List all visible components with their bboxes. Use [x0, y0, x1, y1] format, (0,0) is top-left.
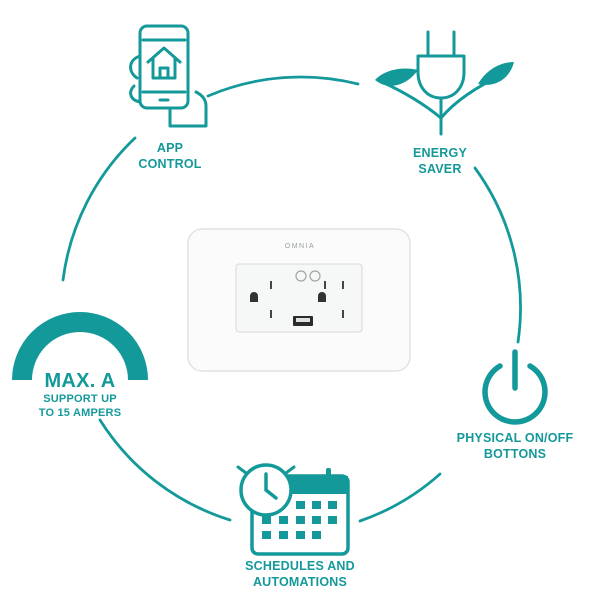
usb-port-icon	[296, 318, 310, 322]
gauge-icon	[12, 312, 148, 381]
feature-app-control: APP CONTROL	[120, 140, 220, 172]
power-buttons-line1: PHYSICAL ON/OFF	[456, 431, 574, 445]
max-amp-line2: TO 15 AMPERS	[38, 407, 122, 419]
power-buttons-line2: BOTTONS	[483, 447, 547, 461]
schedules-line2: AUTOMATIONS	[252, 575, 348, 589]
clock-calendar-icon	[236, 463, 350, 556]
smartphone-home-icon	[129, 24, 208, 128]
app-control-line1: APP	[156, 141, 184, 155]
schedules-line1: SCHEDULES AND	[245, 559, 355, 573]
max-amp-line1: SUPPORT UP	[43, 393, 117, 405]
energy-saver-line2: SAVER	[418, 162, 462, 176]
feature-energy-saver: ENERGY SAVER	[390, 145, 490, 177]
feature-schedules: SCHEDULES AND AUTOMATIONS	[225, 558, 375, 590]
app-control-line2: CONTROL	[138, 157, 202, 171]
feature-power-buttons: PHYSICAL ON/OFF BOTTONS	[450, 430, 580, 462]
feature-max-amp: MAX. A SUPPORT UP TO 15 AMPERS	[10, 370, 150, 420]
energy-saver-line1: ENERGY	[413, 146, 467, 160]
power-icon	[482, 349, 548, 425]
max-amp-title: MAX. A	[44, 370, 116, 392]
feature-ring	[61, 75, 522, 523]
power-outlet-icon	[187, 228, 411, 372]
device-brand: OMNIA	[284, 243, 316, 250]
plug-leaves-icon	[375, 30, 514, 136]
